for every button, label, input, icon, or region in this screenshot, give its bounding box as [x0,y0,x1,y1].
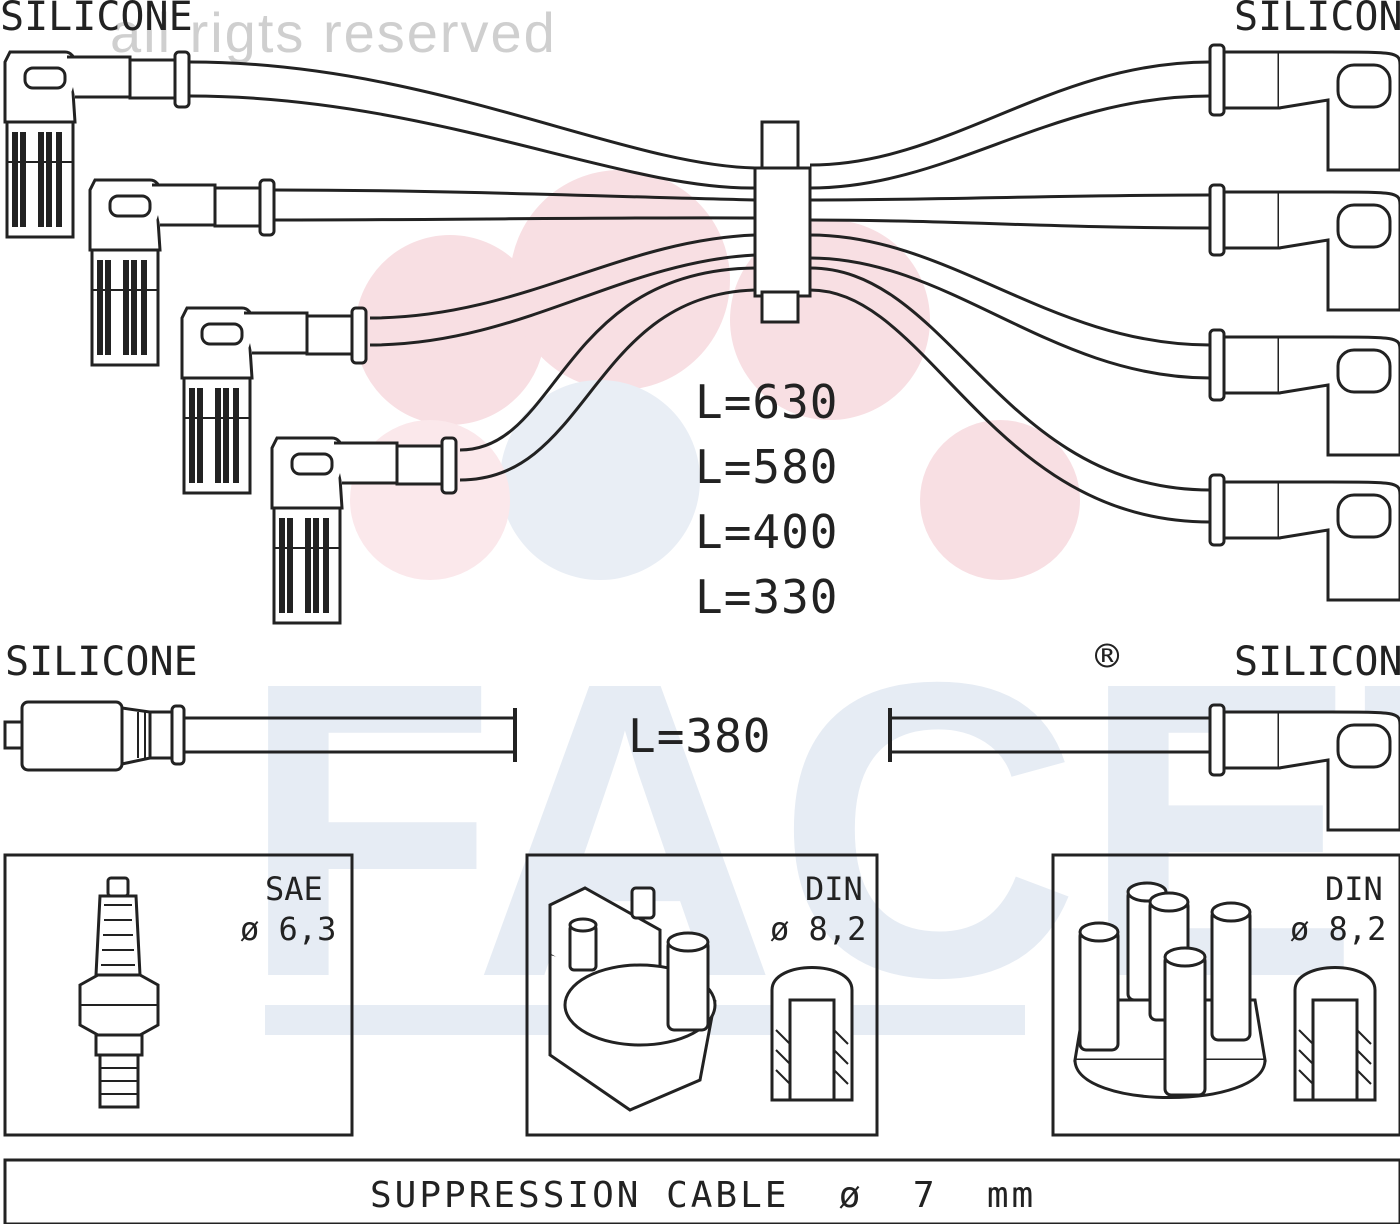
ignition-coil-icon [548,886,717,1112]
spark-plug-boot [270,436,458,625]
spark-plug-icon [78,876,160,1109]
box-diameter-1: ø 6,3 [240,910,336,948]
distributor-boots [1208,43,1400,832]
coil-length-label: L=380 [628,709,771,763]
distributor-boot [1208,183,1400,312]
label-silicone-top-right: SILICONE [1234,0,1400,40]
length-label-1: L=630 [695,375,838,429]
label-silicone-coil-left: SILICONE [5,639,198,685]
distributor-boot [1208,328,1400,457]
box-standard-1: SAE [265,870,323,908]
box-standard-2: DIN [805,870,863,908]
coil-straight-connector [3,700,186,772]
label-silicone-coil-right: SILICONE [1234,639,1400,685]
box-diameter-3: ø 8,2 [1290,910,1386,948]
spark-plug-boot [3,50,191,239]
din-socket-icon-1 [770,966,854,1102]
length-label-2: L=580 [695,440,838,494]
din-socket-icon-2 [1293,966,1377,1102]
box-spark-plug: SAE ø 6,3 [78,870,336,1109]
box-diameter-2: ø 8,2 [770,910,866,948]
box-standard-3: DIN [1325,870,1383,908]
length-label-3: L=400 [695,505,838,559]
footer-box [3,1158,1400,1224]
spark-plug-boot [180,306,368,495]
footer-cable-spec: SUPPRESSION CABLE ø 7 mm [370,1175,1036,1216]
label-silicone-top-left: SILICONE [0,0,193,40]
distributor-cap-icon [1073,881,1267,1099]
spark-plug-boots [3,50,458,625]
distributor-boot [1208,43,1400,172]
registered-mark: ® [1095,634,1120,680]
length-label-4: L=330 [695,570,838,624]
component-boxes [3,853,1400,1137]
cables [185,60,1211,762]
distributor-boot [1208,703,1400,832]
box-ignition-coil: DIN ø 8,2 [548,870,866,1112]
box-distributor: DIN ø 8,2 [1073,870,1386,1102]
cable-clip [753,120,812,324]
distributor-boot [1208,473,1400,602]
spark-plug-boot [88,178,276,367]
